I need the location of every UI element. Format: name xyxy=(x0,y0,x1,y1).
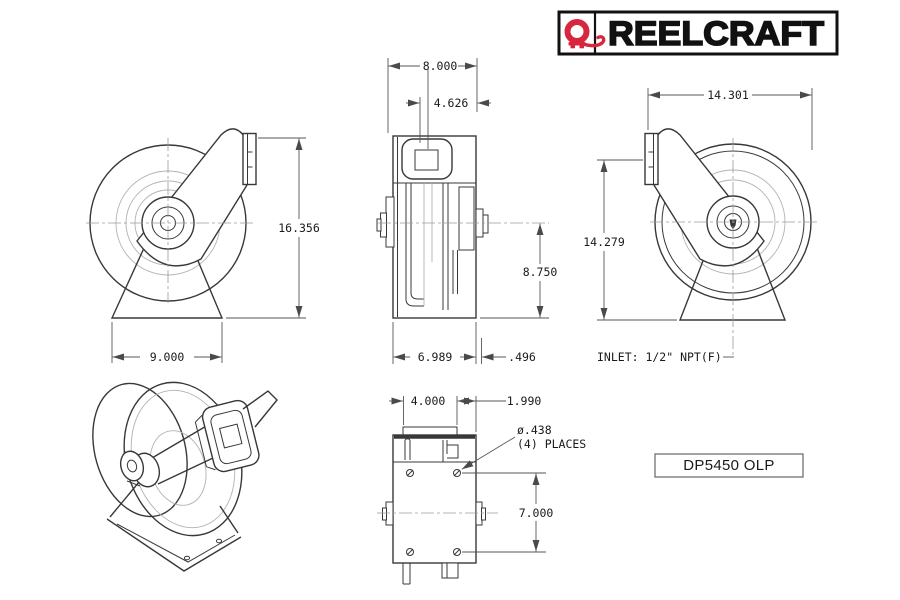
dim-side-depth: 8.750 xyxy=(480,223,558,319)
front-stand xyxy=(110,247,224,319)
svg-text:INLET: 1/2" NPT(F): INLET: 1/2" NPT(F) xyxy=(597,350,722,364)
side-axle xyxy=(376,196,489,248)
side-view: 8.000 4.626 8.750 6.989 . xyxy=(376,58,558,364)
svg-text:14.279: 14.279 xyxy=(583,235,625,249)
side-hose-guide xyxy=(401,138,453,180)
part-number-box: DP5450 OLP xyxy=(654,453,804,478)
svg-text:16.356: 16.356 xyxy=(278,221,320,235)
iso-arm xyxy=(119,424,214,488)
svg-text:1.990: 1.990 xyxy=(507,394,542,408)
svg-text:4.626: 4.626 xyxy=(434,96,469,110)
svg-text:6.989: 6.989 xyxy=(418,350,453,364)
dim-bottom-hole-pitch: 7.000 xyxy=(462,472,554,553)
hole-diameter-note: ø.438 (4) PLACES xyxy=(461,423,586,470)
bottom-view: 4.000 1.990 ø.438 (4) PLACES 7.000 xyxy=(377,394,586,585)
side-hose-slot xyxy=(414,149,439,171)
bottom-legs xyxy=(402,562,459,585)
svg-text:ø.438: ø.438 xyxy=(517,423,552,437)
dim-side-guide-offset: 4.626 xyxy=(406,68,491,149)
bottom-outlet-slot xyxy=(402,426,458,436)
dim-front-base-width: 9.000 xyxy=(111,322,223,364)
part-number-border xyxy=(654,453,804,478)
iso-outlet-guide xyxy=(194,399,260,473)
reelcraft-logo: REELCRAFT xyxy=(557,10,839,56)
brand-wordmark: REELCRAFT xyxy=(608,15,824,53)
dim-side-body-width: 6.989 xyxy=(392,322,477,364)
svg-text:8.000: 8.000 xyxy=(423,59,458,73)
dim-rear-overall-width: 14.301 xyxy=(647,88,813,150)
inlet-note: INLET: 1/2" NPT(F) xyxy=(597,350,734,364)
svg-text:9.000: 9.000 xyxy=(150,350,185,364)
iso-stand xyxy=(106,469,242,572)
mounting-holes xyxy=(406,469,461,556)
front-outlet-bracket xyxy=(242,132,257,186)
logo-border xyxy=(557,10,839,56)
dim-rear-height: 14.279 xyxy=(583,159,677,321)
svg-text:7.000: 7.000 xyxy=(519,506,554,520)
part-number-label: DP5450 OLP xyxy=(683,457,774,474)
rear-stand xyxy=(678,247,787,321)
bottom-base-plate xyxy=(392,434,477,564)
iso-bracket-arm xyxy=(242,390,278,428)
rear-view: 14.301 14.279 INLET: 1/2" NPT(F) xyxy=(583,88,818,364)
reel-icon xyxy=(564,19,606,49)
rear-outlet-bracket xyxy=(644,132,659,186)
dim-front-height: 16.356 xyxy=(226,137,320,319)
svg-text:(4) PLACES: (4) PLACES xyxy=(517,437,586,451)
front-view: 16.356 9.000 xyxy=(86,128,320,364)
svg-text:.496: .496 xyxy=(508,350,536,364)
svg-text:8.750: 8.750 xyxy=(523,265,558,279)
dim-side-edge-offset: .496 xyxy=(481,338,536,364)
svg-text:4.000: 4.000 xyxy=(411,394,446,408)
dim-bottom-edge-offset: 1.990 xyxy=(458,394,541,432)
svg-text:14.301: 14.301 xyxy=(707,88,749,102)
isometric-view xyxy=(92,381,278,572)
dim-bottom-slot-width: 4.000 xyxy=(389,394,470,425)
dim-side-overall-width: 8.000 xyxy=(387,58,478,133)
